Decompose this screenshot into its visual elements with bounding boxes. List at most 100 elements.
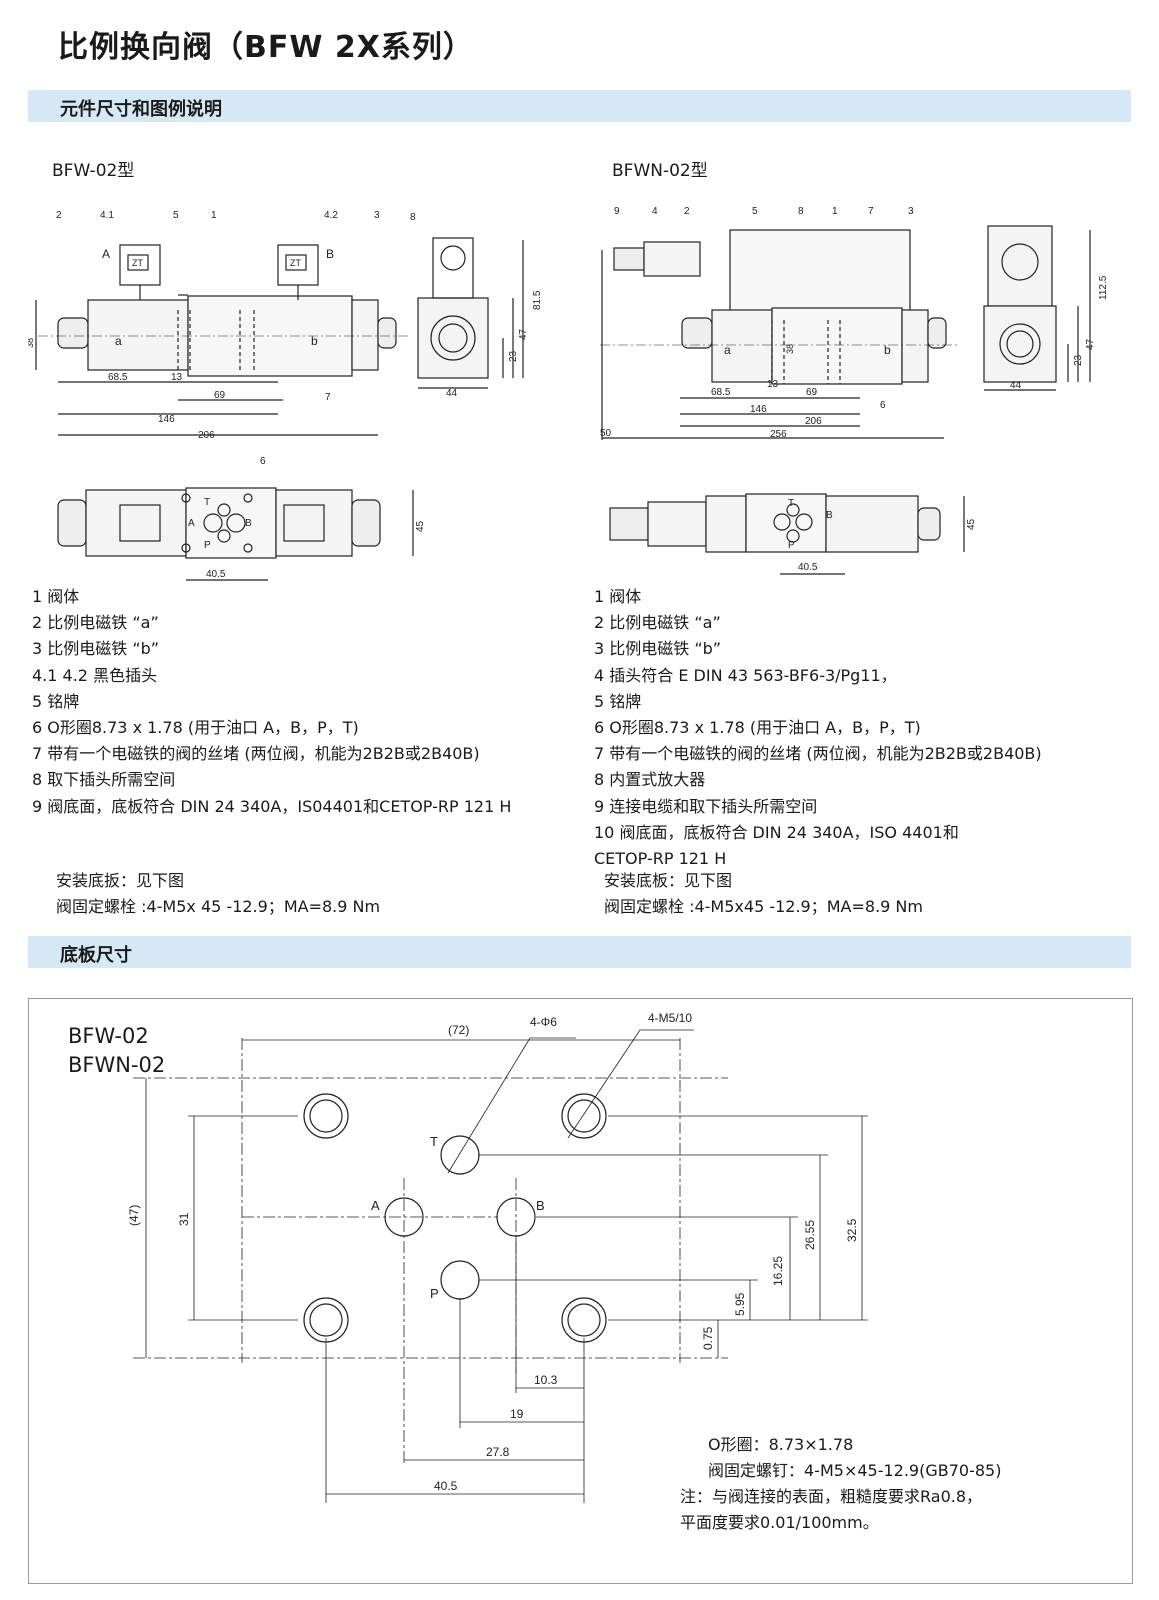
section-band-dimensions: 元件尺寸和图例说明: [28, 90, 1131, 122]
legend-item: 3 比例电磁铁 “b”: [594, 639, 722, 659]
callout-left-4-2: 4.2: [324, 210, 338, 221]
right-dim-13: 13: [767, 379, 779, 390]
left-solenoid-a: a: [115, 334, 122, 348]
legend-item: 5 铭牌: [32, 691, 80, 711]
legend-item: 9 阀底面，底板符合 DIN 24 340A，IS04401和CETOP-RP …: [32, 796, 512, 816]
section-band-subplate: 底板尺寸: [28, 936, 1131, 968]
subplate-dim-26-55: 26.55: [803, 1220, 817, 1250]
left-dim-45: 45: [415, 520, 426, 532]
callout-left-7: 7: [325, 392, 331, 403]
subplate-drawing: (72) 4-Φ6 4-M5/10 (47) 31 26.55 32.5 16.…: [127, 1011, 868, 1503]
right-port-p: P: [788, 540, 795, 551]
callout-left-6: 6: [260, 456, 266, 467]
left-port-p: P: [204, 540, 211, 551]
legend-item: 4.1 4.2 黑色插头: [32, 665, 158, 685]
left-port-t: T: [204, 497, 210, 508]
right-dim-68-5: 68.5: [711, 387, 731, 398]
right-front-view: [600, 229, 960, 440]
left-top-view: [57, 487, 414, 581]
subplate-holes: [303, 1093, 607, 1343]
subplate-dim-16-25: 16.25: [771, 1256, 785, 1286]
subplate-model-1: BFW-02: [68, 1024, 149, 1048]
subplate-port-p: P: [430, 1286, 439, 1301]
legend-item: 6 O形圈8.73 x 1.78 (用于油口 A，B，P，T): [32, 717, 359, 737]
left-solenoid-b: b: [311, 334, 318, 348]
subplate-labels: (72) 4-Φ6 4-M5/10 (47) 31 26.55 32.5 16.…: [127, 1011, 859, 1493]
left-model-label: BFW-02型: [52, 161, 135, 181]
callout-left-8: 8: [410, 212, 416, 223]
left-side-view: [417, 237, 524, 389]
legend-item: 5 铭牌: [594, 691, 642, 711]
right-dim-112-5: 112.5: [1098, 275, 1109, 300]
left-legend: 1 阀体 2 比例电磁铁 “a” 3 比例电磁铁 “b” 4.1 4.2 黑色插…: [32, 584, 511, 820]
subplate-notes: O形圈：8.73×1.78 阀固定螺钉：4-M5×45-12.9(GB70-85…: [680, 1432, 1002, 1536]
note-surface: 注：与阀连接的表面，粗糙度要求Ra0.8，: [680, 1487, 983, 1506]
right-side-view: [983, 225, 1091, 391]
right-port-t: T: [788, 498, 794, 509]
left-plug-a: A: [102, 247, 110, 261]
legend-item: 3 比例电磁铁 “b”: [32, 639, 160, 659]
callout-right-3: 3: [908, 206, 914, 217]
legend-item: 7 带有一个电磁铁的阀的丝堵 (两位阀，机能为2B2B或2B40B): [594, 744, 1042, 764]
legend-item: 2 比例电磁铁 “a”: [32, 613, 159, 633]
right-dim-47: 47: [1085, 338, 1096, 350]
legend-item: 4 插头符合 E DIN 43 563-BF6-3/Pg11，: [594, 665, 897, 685]
subplate-dim-screws: 4-M5/10: [648, 1011, 692, 1025]
left-dim-68-5: 68.5: [108, 372, 128, 383]
subplate-dim-32-5: 32.5: [845, 1218, 859, 1242]
left-port-b: B: [245, 518, 252, 529]
legend-item: 9 连接电缆和取下插头所需空间: [594, 796, 818, 816]
right-legend: 1 阀体 2 比例电磁铁 “a” 3 比例电磁铁 “b” 4 插头符合 E DI…: [594, 584, 1042, 872]
left-dim-38: 38: [28, 338, 35, 348]
left-dim-40-5: 40.5: [206, 569, 226, 580]
subplate-centerlines: [133, 1038, 728, 1463]
legend-item: 1 阀体: [594, 587, 642, 606]
right-model-label: BFWN-02型: [612, 161, 708, 181]
callout-right-2: 2: [684, 206, 690, 217]
callout-right-6: 6: [880, 400, 886, 411]
note-screws: 阀固定螺钉：4-M5×45-12.9(GB70-85): [708, 1461, 1002, 1480]
subplate-panel: [28, 998, 1133, 1584]
subplate-models: BFW-02 BFWN-02: [68, 1022, 165, 1080]
legend-item: CETOP-RP 121 H: [594, 848, 727, 868]
subplate-port-b: B: [536, 1198, 545, 1213]
callout-right-1: 1: [832, 206, 838, 217]
subplate-dim-47: (47): [127, 1205, 141, 1226]
subplate-dim-31: 31: [177, 1212, 191, 1226]
right-solenoid-a: a: [724, 343, 731, 357]
left-dim-13: 13: [171, 372, 183, 383]
left-dim-146: 146: [158, 414, 175, 425]
bfw-02-drawing: 2 4.1 5 1 4.2 3 8 7 6 a b A B ZT ZT 38 6…: [28, 210, 543, 581]
right-top-view: [609, 493, 965, 575]
left-plug-b: B: [326, 247, 334, 261]
left-dim-47: 47: [518, 328, 529, 340]
right-solenoid-b: b: [884, 343, 891, 357]
subplate-dim-40-5: 40.5: [434, 1479, 458, 1493]
right-dim-69: 69: [806, 387, 818, 398]
subplate-dim-27-8: 27.8: [486, 1445, 510, 1459]
legend-item: 8 取下插头所需空间: [32, 770, 176, 790]
callout-right-8: 8: [798, 206, 804, 217]
right-dim-45: 45: [966, 518, 977, 530]
callout-left-4-1: 4.1: [100, 210, 114, 221]
callout-left-5: 5: [173, 210, 179, 221]
callout-right-4: 4: [652, 206, 658, 217]
right-install-subplate: 安装底板：见下图: [604, 871, 733, 890]
right-dim-206: 206: [805, 416, 822, 427]
callout-left-3: 3: [374, 210, 380, 221]
legend-item: 6 O形圈8.73 x 1.78 (用于油口 A，B，P，T): [594, 717, 921, 737]
legend-item: 1 阀体: [32, 587, 80, 606]
note-oring: O形圈：8.73×1.78: [708, 1435, 854, 1454]
subplate-dim-72: (72): [448, 1023, 469, 1037]
page-title: 比例换向阀（BFW 2X系列）: [58, 30, 474, 65]
subplate-dim-holes: 4-Φ6: [530, 1015, 557, 1029]
left-install-bolts: 阀固定螺栓 :4-M5x 45 -12.9；MA=8.9 Nm: [56, 897, 381, 916]
subplate-port-a: A: [371, 1198, 380, 1213]
left-install-info: 安装底扳：见下图 阀固定螺栓 :4-M5x 45 -12.9；MA=8.9 Nm: [56, 868, 380, 920]
section-title-dimensions: 元件尺寸和图例说明: [60, 99, 222, 120]
left-plug-b-mark: ZT: [290, 258, 301, 268]
note-flatness: 平面度要求0.01/100mm。: [680, 1513, 879, 1532]
right-dim-50: 50: [600, 428, 612, 439]
left-plug-a-mark: ZT: [132, 258, 143, 268]
right-dim-256: 256: [770, 429, 787, 440]
